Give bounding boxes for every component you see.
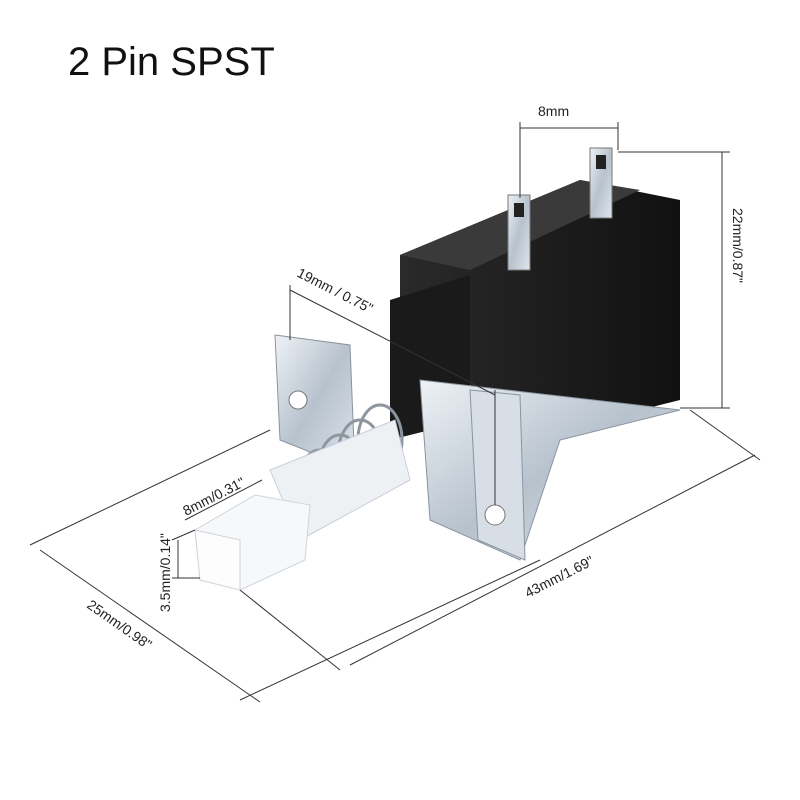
dim-bracket: 19mm / 0.75" bbox=[295, 264, 376, 316]
dimension-lines bbox=[29, 122, 761, 703]
plunger bbox=[194, 419, 411, 591]
terminal-pins bbox=[507, 147, 613, 271]
product-title: 2 Pin SPST bbox=[68, 40, 275, 84]
dim-height: 22mm/0.87" bbox=[730, 208, 746, 283]
switch-body bbox=[390, 180, 680, 440]
dim-total-length: 43mm/1.69" bbox=[522, 552, 596, 600]
dim-pin-spacing: 8mm bbox=[538, 103, 569, 119]
dim-plunger-width: 3.5mm/0.14" bbox=[157, 533, 173, 612]
